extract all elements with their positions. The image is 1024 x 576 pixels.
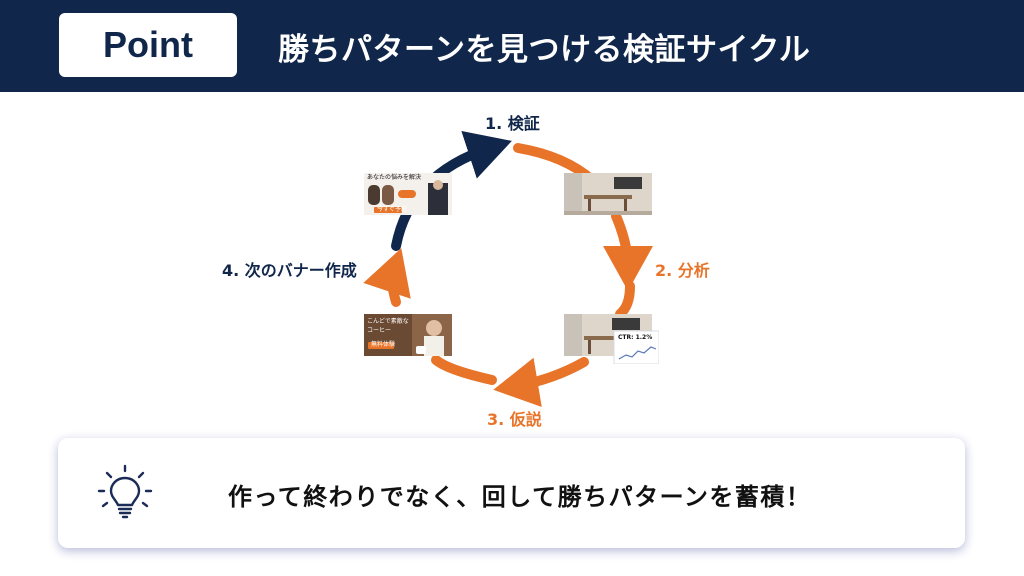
step-hypothesis-label: 3. 仮説 bbox=[487, 410, 542, 429]
arrow-to-analyze bbox=[602, 211, 653, 291]
banner-b-thumbnail: こんどで素敵な コーヒー 無料体験 bbox=[364, 314, 452, 356]
banner-a-thumbnail: あなたの悩みを解決 今すぐ予約 bbox=[364, 173, 452, 215]
page-title: 勝ちパターンを見つける検証サイクル bbox=[278, 32, 811, 68]
step-verify-label: 1. 検証 bbox=[485, 114, 540, 133]
point-badge: Point bbox=[59, 13, 237, 77]
banner-b-heading-2: コーヒー bbox=[367, 327, 392, 334]
analytics-thumbnail: CTR: 1.2% bbox=[564, 314, 660, 365]
arrow-to-next-banner bbox=[363, 248, 411, 307]
step-analyze-label: 2. 分析 bbox=[655, 261, 710, 280]
arrow-analyze-out bbox=[615, 281, 635, 319]
banner-a-heading: あなたの悩みを解決 bbox=[367, 174, 422, 181]
analytics-ctr: CTR: 1.2% bbox=[618, 334, 653, 341]
header-bar: Point 勝ちパターンを見つける検証サイクル bbox=[0, 0, 1024, 92]
step-next-banner-label: 4. 次のバナー作成 bbox=[222, 261, 357, 280]
banner-b-heading-1: こんどで素敵な bbox=[367, 318, 409, 325]
point-badge-label: Point bbox=[103, 24, 193, 65]
key-message-callout: 作って終わりでなく、回して勝ちパターンを蓄積！ bbox=[58, 438, 965, 548]
callout-message: 作って終わりでなく、回して勝ちパターンを蓄積！ bbox=[228, 483, 812, 511]
lightbulb-icon bbox=[94, 462, 156, 524]
banner-b-button: 無料体験 bbox=[371, 341, 396, 348]
arrow-hypothesis-out bbox=[431, 355, 497, 385]
banner-a-button: 今すぐ予約 bbox=[377, 206, 408, 213]
arrow-to-hypothesis bbox=[493, 357, 589, 408]
cafe-photo-thumbnail bbox=[564, 173, 652, 215]
